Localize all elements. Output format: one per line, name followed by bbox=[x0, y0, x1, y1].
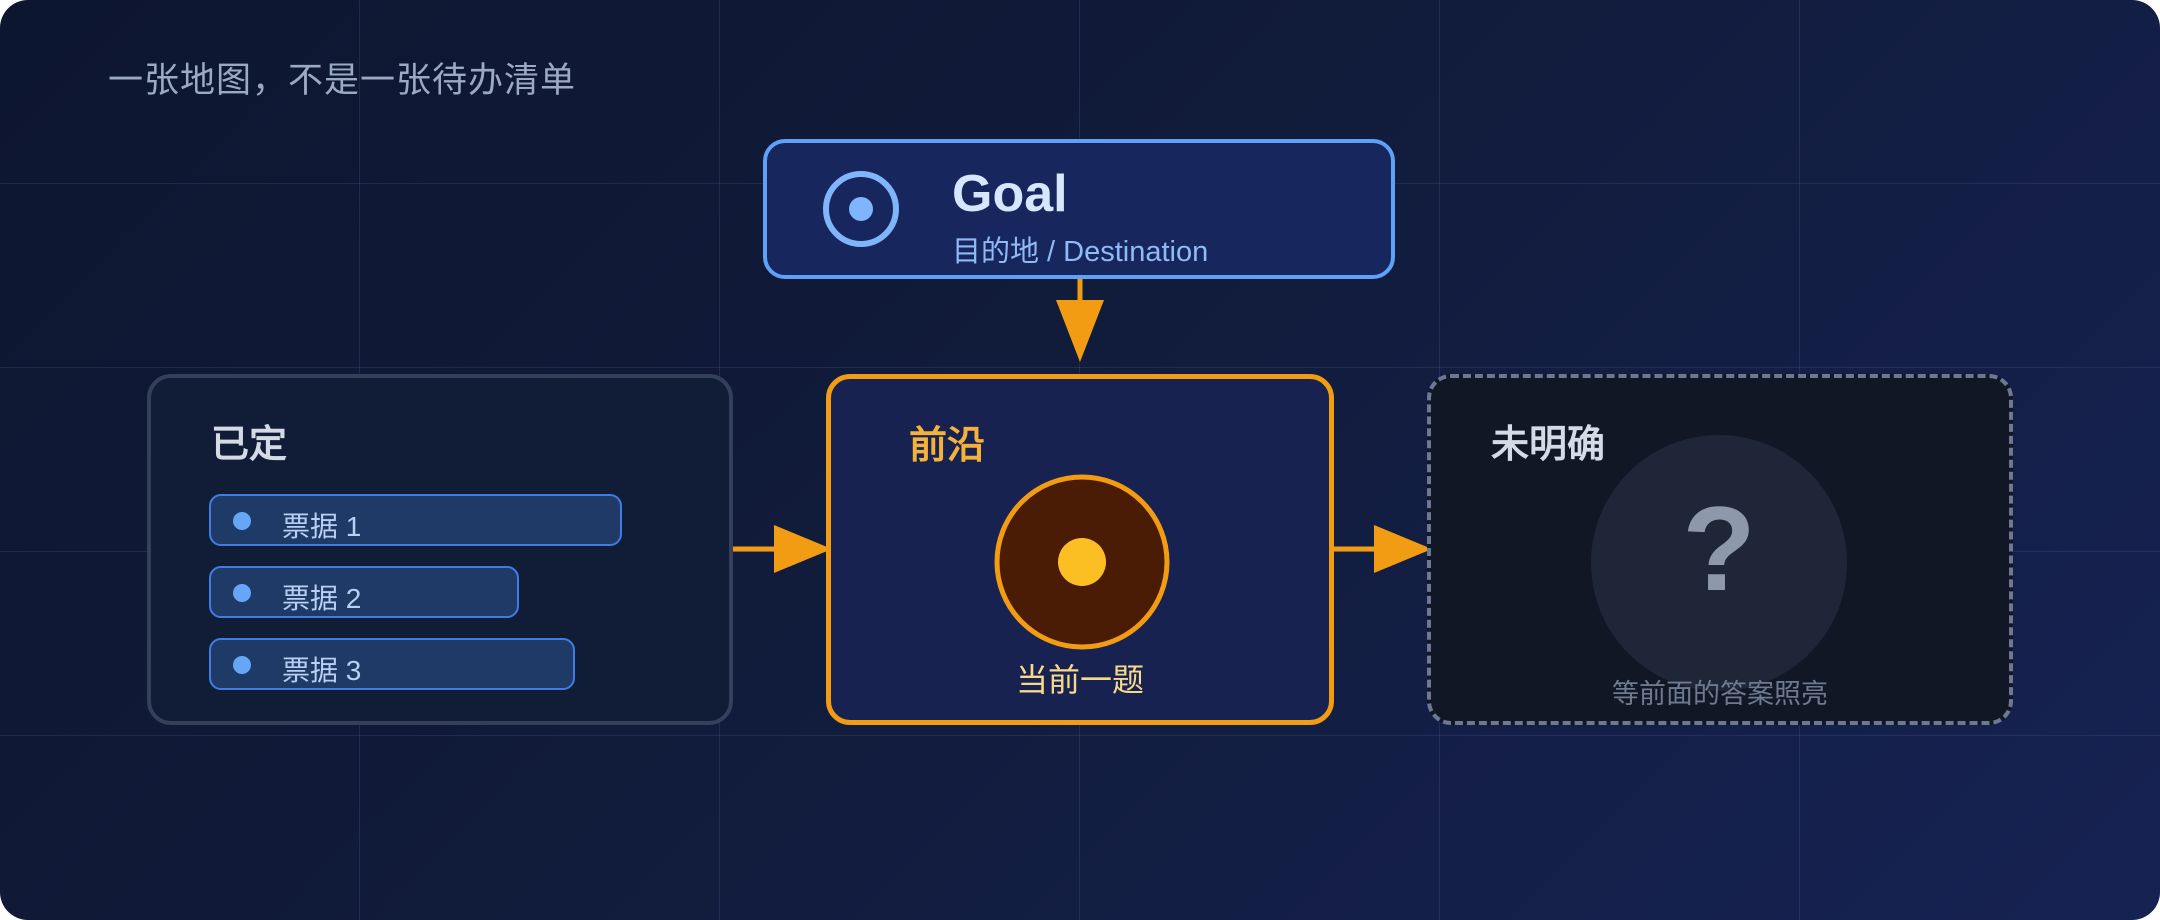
decided-title: 已定 bbox=[211, 424, 288, 466]
target-icon bbox=[823, 171, 899, 247]
frontier-node: 前沿 当前一题 bbox=[826, 374, 1334, 725]
goal-to-frontier-arrowhead bbox=[1056, 300, 1104, 362]
goal-node: Goal 目的地 / Destination bbox=[763, 139, 1395, 279]
grid-line bbox=[0, 735, 2160, 736]
diagram-caption: 一张地图，不是一张待办清单 bbox=[108, 61, 577, 100]
unknown-note: 等前面的答案照亮 bbox=[1612, 679, 1828, 709]
bullet-dot-icon bbox=[233, 656, 251, 674]
bullet-dot-icon bbox=[233, 584, 251, 602]
ticket-label: 票据 2 bbox=[282, 583, 362, 614]
decided-to-frontier-arrowhead bbox=[774, 525, 832, 573]
question-circle: ? bbox=[1591, 435, 1847, 691]
ticket-label: 票据 3 bbox=[282, 655, 362, 686]
unknown-node: ? 未明确 等前面的答案照亮 bbox=[1427, 374, 2013, 725]
frontier-label: 当前一题 bbox=[1015, 662, 1144, 698]
goal-title: Goal bbox=[952, 165, 1068, 223]
decided-node: 已定 票据 1 票据 2 票据 3 bbox=[147, 374, 733, 725]
grid-line bbox=[0, 367, 2160, 368]
current-position-icon bbox=[994, 474, 1170, 650]
ticket-item: 票据 2 bbox=[209, 566, 519, 618]
ticket-item: 票据 3 bbox=[209, 638, 575, 690]
question-mark-icon: ? bbox=[1682, 482, 1756, 616]
frontier-to-unknown-arrowhead bbox=[1374, 525, 1432, 573]
ticket-label: 票据 1 bbox=[282, 511, 362, 542]
ticket-item: 票据 1 bbox=[209, 494, 622, 546]
goal-subtitle: 目的地 / Destination bbox=[952, 236, 1209, 268]
frontier-title: 前沿 bbox=[909, 425, 986, 467]
bullet-dot-icon bbox=[233, 512, 251, 530]
unknown-title: 未明确 bbox=[1491, 424, 1606, 466]
